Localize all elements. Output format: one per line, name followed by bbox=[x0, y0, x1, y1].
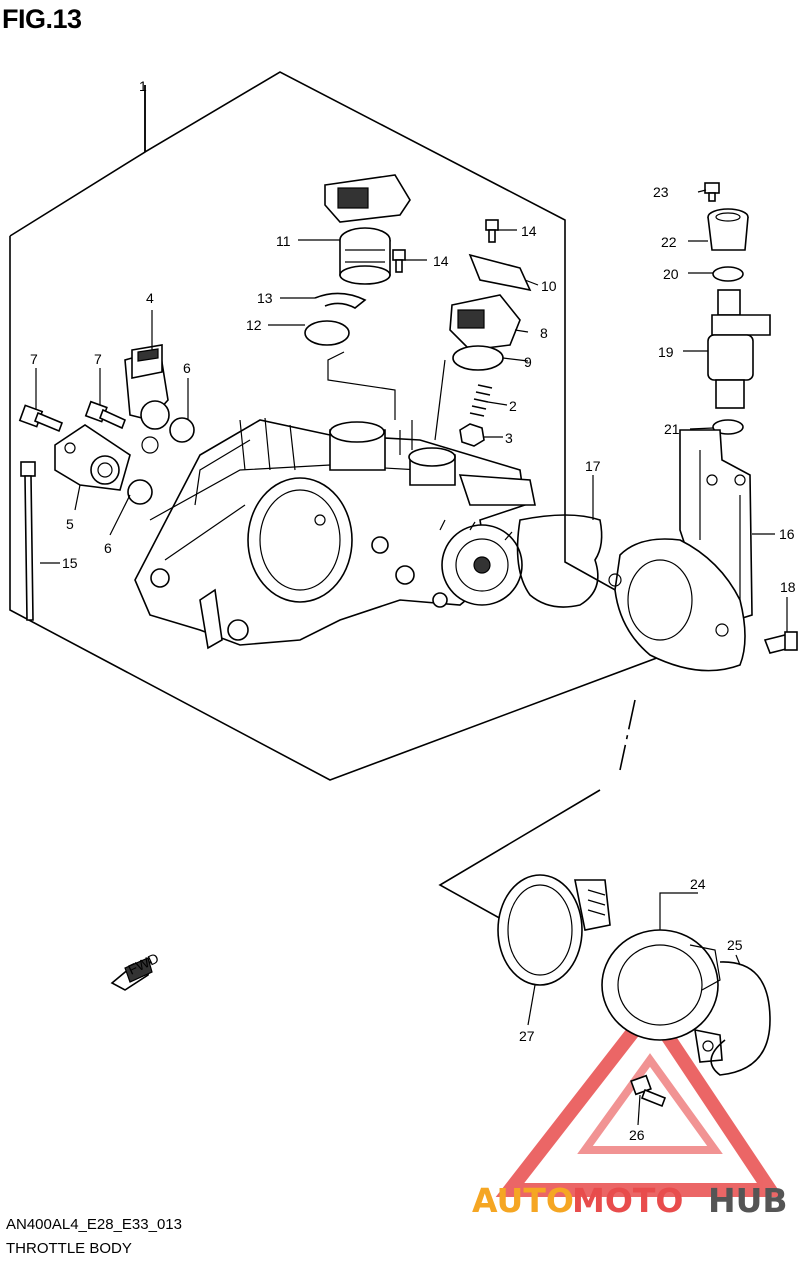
part-6-oring-lower bbox=[127, 479, 153, 505]
callout-2: 2 bbox=[509, 398, 517, 414]
callout-6-lower: 6 bbox=[104, 540, 112, 556]
callout-15: 15 bbox=[62, 555, 78, 571]
part-13-clip bbox=[314, 292, 367, 309]
callout-14-left: 14 bbox=[433, 253, 449, 269]
callout-26: 26 bbox=[629, 1127, 645, 1143]
part-7-bolt-b bbox=[84, 400, 127, 430]
watermark-text-hub: HUB bbox=[708, 1181, 788, 1220]
watermark-logo bbox=[495, 998, 784, 1197]
callout-23: 23 bbox=[653, 184, 669, 200]
callout-9: 9 bbox=[524, 354, 532, 370]
callout-18: 18 bbox=[780, 579, 796, 595]
callout-12: 12 bbox=[246, 317, 262, 333]
part-14-screw-b bbox=[485, 219, 499, 243]
watermark-text: AUTO MOTO HUB bbox=[472, 1181, 788, 1220]
part-27-clamp bbox=[497, 874, 611, 986]
callout-16: 16 bbox=[779, 526, 795, 542]
part-12-oring bbox=[304, 320, 350, 346]
part-11-sensor bbox=[324, 174, 411, 285]
part-18-bolt bbox=[763, 631, 798, 654]
part-22-cap bbox=[707, 208, 749, 251]
part-16-pipe-assembly bbox=[608, 429, 753, 672]
callout-24: 24 bbox=[690, 876, 706, 892]
part-14-screw-a bbox=[392, 249, 406, 273]
callout-1: 1 bbox=[139, 78, 147, 94]
part-9-oring bbox=[452, 345, 504, 371]
callout-11: 11 bbox=[276, 233, 291, 249]
part-8-sensor bbox=[449, 294, 521, 351]
figure-title: FIG.13 bbox=[2, 4, 82, 34]
part-4-sensor bbox=[124, 344, 170, 454]
part-23-screw bbox=[704, 182, 720, 202]
callout-7-left: 7 bbox=[30, 351, 38, 367]
watermark-text-auto: AUTO bbox=[472, 1181, 574, 1220]
fwd-arrow bbox=[110, 957, 153, 991]
part-7-bolt-a bbox=[18, 404, 64, 433]
callout-19: 19 bbox=[658, 344, 674, 360]
callout-7-right: 7 bbox=[94, 351, 102, 367]
diagram-name: THROTTLE BODY bbox=[6, 1240, 132, 1257]
part-26-bolt bbox=[630, 1074, 667, 1108]
part-10-plate bbox=[468, 253, 532, 292]
part-17-gasket bbox=[516, 514, 603, 608]
callout-14-right: 14 bbox=[521, 223, 537, 239]
callout-4: 4 bbox=[146, 290, 154, 306]
part-3-nut bbox=[459, 423, 485, 447]
callout-8: 8 bbox=[540, 325, 548, 341]
part-2-spring bbox=[469, 384, 493, 417]
part-20-oring bbox=[712, 266, 744, 282]
part-24-duct bbox=[601, 929, 723, 1063]
callout-27: 27 bbox=[519, 1028, 535, 1044]
callout-17: 17 bbox=[585, 458, 601, 474]
part-25-gasket bbox=[710, 961, 771, 1076]
throttle-body bbox=[134, 417, 536, 650]
part-19-injector bbox=[707, 289, 771, 409]
part-6-oring-upper bbox=[169, 417, 195, 443]
callout-25: 25 bbox=[727, 937, 743, 953]
leader-lines bbox=[35, 189, 788, 1126]
part-5-sensor bbox=[54, 424, 131, 491]
watermark-text-moto: MOTO bbox=[572, 1181, 683, 1220]
leader-frame-lower bbox=[619, 699, 636, 771]
callout-labels: 1 2 3 4 5 6 6 7 7 8 9 10 11 13 12 14 14 … bbox=[30, 78, 796, 1143]
callout-5: 5 bbox=[66, 516, 74, 532]
diagram-code: AN400AL4_E28_E33_013 bbox=[6, 1216, 182, 1233]
part-15-cable-tie bbox=[20, 461, 36, 621]
callout-13: 13 bbox=[257, 290, 273, 306]
callout-6-upper: 6 bbox=[183, 360, 191, 376]
callout-10: 10 bbox=[541, 278, 557, 294]
callout-20: 20 bbox=[663, 266, 679, 282]
callout-21: 21 bbox=[664, 421, 680, 437]
callout-3: 3 bbox=[505, 430, 513, 446]
callout-22: 22 bbox=[661, 234, 677, 250]
